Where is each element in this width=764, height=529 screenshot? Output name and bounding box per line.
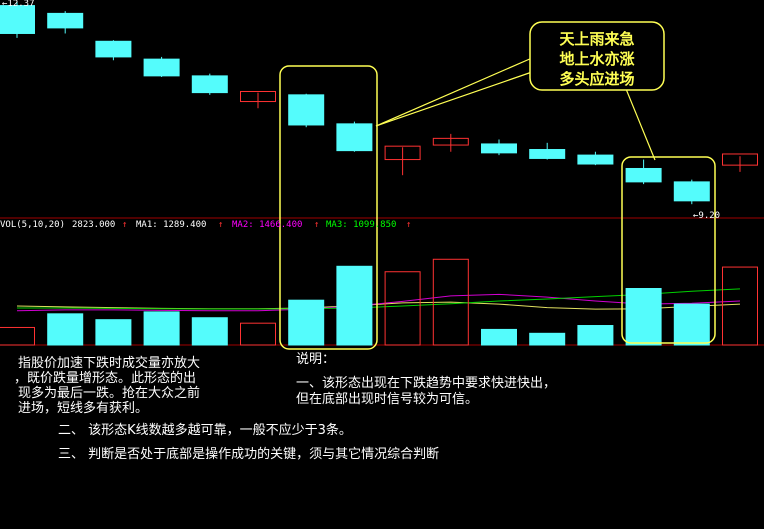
volume-bar — [288, 299, 325, 346]
note-item-1-a: 一、该形态出现在下跌趋势中要求快进快出， — [296, 376, 557, 391]
volume-bar — [384, 271, 421, 346]
candle-body — [143, 58, 180, 77]
candle-body — [481, 143, 517, 154]
callout-pointer-right — [623, 83, 656, 161]
volume-bar — [673, 303, 710, 346]
candle-body — [336, 123, 373, 152]
candle-body — [673, 181, 710, 202]
price-label-low: ←9.20 — [693, 211, 720, 221]
volume-bar — [432, 258, 469, 346]
ma1-indicator-label: MA1: 1289.400 — [136, 220, 207, 230]
volume-bar — [625, 288, 662, 346]
volume-bar — [481, 328, 517, 346]
volume-indicator-value: 2823.000 — [72, 220, 116, 230]
volume-bar — [529, 332, 566, 346]
volume-indicator-label: VOL(5,10,20) — [0, 220, 66, 230]
ma1-arrow-icon: ↑ — [218, 220, 224, 230]
note-item-2: 二、 该形态K线数越多越可靠，一般不应少于3条。 — [58, 423, 352, 438]
volume-bar — [143, 311, 180, 346]
candle-body — [384, 145, 421, 161]
callout-pointer-left — [375, 71, 533, 127]
highlight-box-2 — [621, 156, 716, 344]
ma2-arrow-icon: ↑ — [314, 220, 320, 230]
annotation-bubble — [529, 21, 665, 91]
volume-ma-line — [16, 293, 741, 312]
volume-bar — [95, 319, 132, 346]
annotation-line: 地上水亦涨 — [559, 50, 634, 68]
highlight-box-1 — [279, 65, 378, 350]
candle-body — [432, 137, 469, 146]
volume-bar — [722, 266, 758, 346]
note-left-line-3: 现多为最后一跌。抢在大众之前 — [18, 386, 201, 401]
annotation-line: 多头应进场 — [559, 70, 634, 88]
callout-pointer-left-2 — [375, 57, 533, 127]
candle-body — [47, 12, 84, 29]
candle-body — [95, 40, 132, 58]
volume-bar — [0, 326, 35, 346]
ma2-indicator-label: MA2: 1466.400 — [232, 220, 303, 230]
candle-body — [529, 149, 566, 159]
candle-body — [577, 154, 614, 165]
note-left-line-4: 进场，短线多有获利。 — [18, 401, 149, 416]
candle-body — [625, 167, 662, 183]
note-left-line-2: ，既价跌量增形态。此形态的出 — [14, 371, 197, 386]
notes-title: 说明： — [296, 352, 336, 367]
volume-bar — [191, 317, 228, 346]
note-item-3: 三、 判断是否处于底部是操作成功的关键，须与其它情况综合判断 — [58, 447, 440, 462]
candle-body — [288, 94, 325, 126]
ma3-arrow-icon: ↑ — [406, 220, 412, 230]
candle-body — [240, 90, 276, 103]
annotation-line: 天上雨来急 — [559, 30, 634, 48]
note-item-1-b: 但在底部出现时信号较为可信。 — [296, 392, 479, 407]
volume-bar — [577, 325, 614, 346]
volume-bar — [336, 265, 373, 346]
ma3-indicator-label: MA3: 1099.850 — [326, 220, 397, 230]
price-label-high: ←12.37 — [2, 0, 35, 9]
volume-bar — [47, 313, 84, 346]
volume-arrow-icon: ↑ — [122, 220, 128, 230]
volume-bar — [240, 322, 276, 346]
candle-body — [722, 153, 758, 166]
volume-ma-line — [17, 288, 741, 310]
candle-body — [0, 5, 35, 34]
candle-body — [191, 75, 228, 94]
note-left-line-1: 指股价加速下跌时成交量亦放大 — [18, 356, 201, 371]
volume-ma-line — [16, 301, 741, 310]
